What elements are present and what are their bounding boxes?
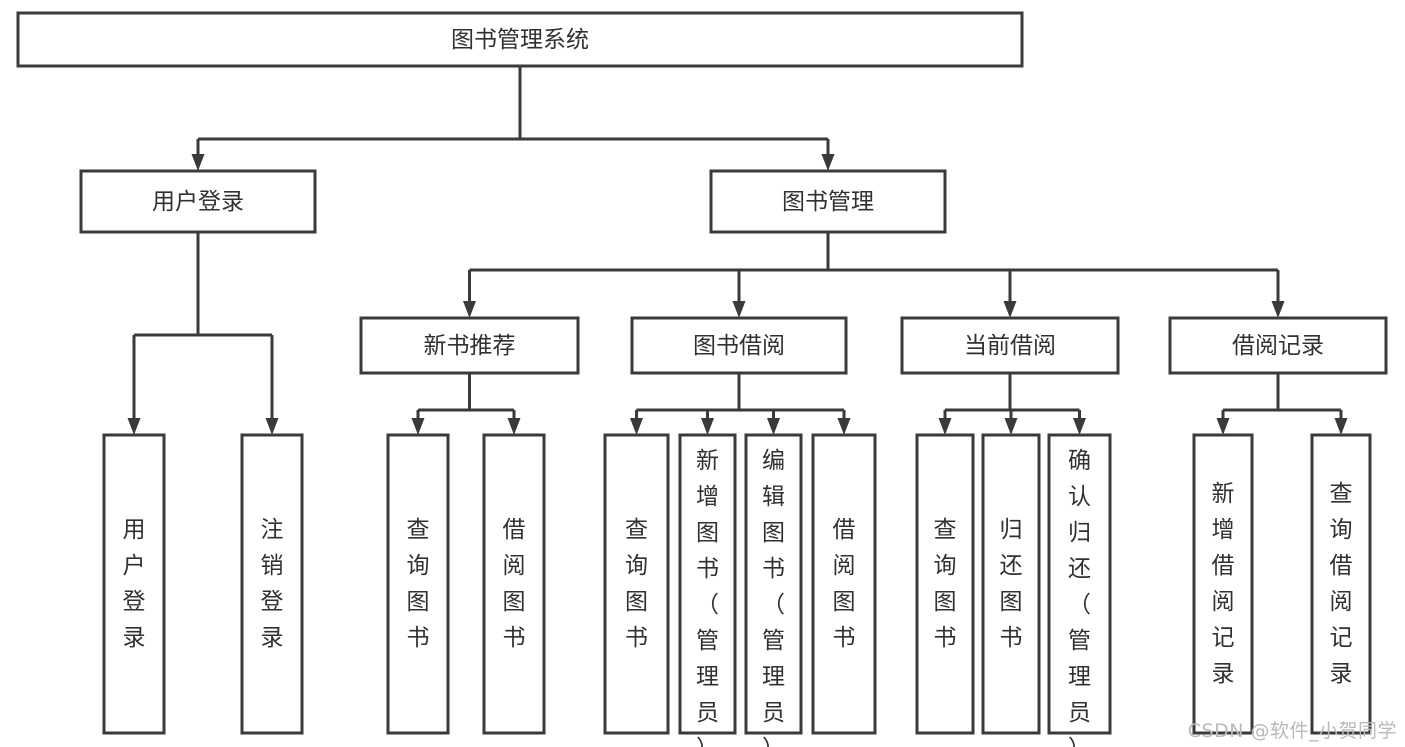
- node-label-leaf-query-record: 查询借阅记录: [1330, 481, 1353, 687]
- node-label-leaf-confirm-return: 确认归还（管理员）: [1068, 448, 1091, 747]
- node-box-leaf-user-login[interactable]: [102, 433, 166, 735]
- node-leaf-query-record[interactable]: 查询借阅记录: [1310, 433, 1372, 735]
- node-box-new-book-rec[interactable]: [359, 316, 580, 375]
- node-box-leaf-borrow-book-1[interactable]: [482, 433, 546, 735]
- node-leaf-add-book[interactable]: 新增图书（管理员）: [678, 433, 737, 747]
- node-box-leaf-confirm-return[interactable]: [1047, 433, 1112, 735]
- node-label-book-borrow: 图书借阅: [693, 333, 785, 359]
- node-leaf-user-logout[interactable]: 注销登录: [240, 433, 304, 735]
- node-label-current-borrow: 当前借阅: [964, 333, 1056, 359]
- node-leaf-borrow-book-1[interactable]: 借阅图书: [482, 433, 546, 735]
- node-leaf-user-login[interactable]: 用户登录: [102, 433, 166, 735]
- node-leaf-add-record[interactable]: 新增借阅记录: [1192, 433, 1254, 735]
- node-box-leaf-query-record[interactable]: [1310, 433, 1372, 735]
- node-box-leaf-borrow-book-2[interactable]: [811, 433, 877, 735]
- node-box-root[interactable]: [16, 11, 1024, 68]
- node-box-user-login[interactable]: [79, 169, 317, 234]
- node-label-leaf-borrow-book-2: 借阅图书: [833, 517, 856, 651]
- node-label-leaf-query-book-1: 查询图书: [407, 517, 430, 651]
- node-label-leaf-edit-book: 编辑图书（管理员）: [762, 448, 785, 747]
- node-box-leaf-query-book-3[interactable]: [915, 433, 975, 735]
- node-book-borrow[interactable]: 图书借阅: [630, 316, 848, 375]
- node-root[interactable]: 图书管理系统: [16, 11, 1024, 68]
- node-label-leaf-user-login: 用户登录: [123, 517, 146, 651]
- node-leaf-query-book-3[interactable]: 查询图书: [915, 433, 975, 735]
- node-label-book-manage: 图书管理: [782, 189, 874, 215]
- node-current-borrow[interactable]: 当前借阅: [900, 316, 1120, 375]
- node-label-leaf-borrow-book-1: 借阅图书: [503, 517, 526, 651]
- node-label-leaf-query-book-2: 查询图书: [625, 517, 648, 651]
- node-label-leaf-add-book: 新增图书（管理员）: [696, 448, 719, 747]
- node-box-borrow-record[interactable]: [1168, 316, 1388, 375]
- node-label-user-login: 用户登录: [152, 189, 244, 215]
- node-box-leaf-return-book[interactable]: [981, 433, 1041, 735]
- node-leaf-return-book[interactable]: 归还图书: [981, 433, 1041, 735]
- node-box-leaf-edit-book[interactable]: [744, 433, 803, 735]
- node-label-new-book-rec: 新书推荐: [424, 333, 516, 359]
- node-borrow-record[interactable]: 借阅记录: [1168, 316, 1388, 375]
- node-label-leaf-query-book-3: 查询图书: [934, 517, 957, 651]
- node-leaf-borrow-book-2[interactable]: 借阅图书: [811, 433, 877, 735]
- node-box-book-manage[interactable]: [709, 169, 947, 234]
- node-label-leaf-return-book: 归还图书: [1000, 517, 1023, 651]
- node-leaf-confirm-return[interactable]: 确认归还（管理员）: [1047, 433, 1112, 747]
- node-box-book-borrow[interactable]: [630, 316, 848, 375]
- node-book-manage[interactable]: 图书管理: [709, 169, 947, 234]
- node-label-root: 图书管理系统: [451, 27, 589, 53]
- node-box-leaf-add-record[interactable]: [1192, 433, 1254, 735]
- node-leaf-query-book-1[interactable]: 查询图书: [386, 433, 450, 735]
- node-box-leaf-query-book-2[interactable]: [603, 433, 670, 735]
- node-user-login[interactable]: 用户登录: [79, 169, 317, 234]
- node-box-current-borrow[interactable]: [900, 316, 1120, 375]
- node-leaf-edit-book[interactable]: 编辑图书（管理员）: [744, 433, 803, 747]
- node-label-leaf-add-record: 新增借阅记录: [1212, 481, 1235, 687]
- node-label-borrow-record: 借阅记录: [1232, 333, 1324, 359]
- node-box-leaf-add-book[interactable]: [678, 433, 737, 735]
- node-new-book-rec[interactable]: 新书推荐: [359, 316, 580, 375]
- node-box-leaf-query-book-1[interactable]: [386, 433, 450, 735]
- node-label-leaf-user-logout: 注销登录: [261, 517, 284, 651]
- node-box-leaf-user-logout[interactable]: [240, 433, 304, 735]
- node-leaf-query-book-2[interactable]: 查询图书: [603, 433, 670, 735]
